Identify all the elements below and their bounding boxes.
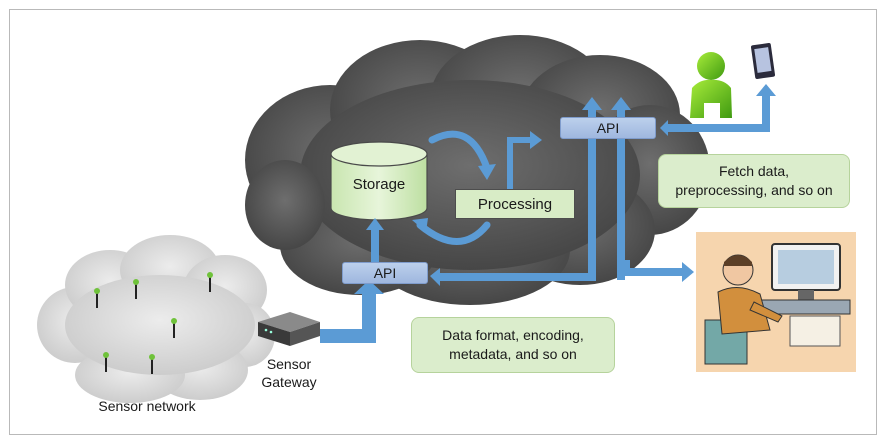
format-note-box: Data format, encoding, metadata, and so … (411, 317, 615, 373)
fetch-note-box: Fetch data, preprocessing, and so on (658, 154, 850, 208)
antenna-icon (171, 318, 177, 338)
antenna-icon (133, 279, 139, 299)
storage-cylinder (330, 141, 428, 221)
main-cloud (245, 35, 710, 305)
cycle-arrowheads (412, 164, 496, 232)
sensor-network-label: Sensor network (98, 398, 196, 414)
user-icon (690, 52, 732, 118)
antenna-icon (94, 288, 100, 308)
api-bottom-box: API (342, 262, 428, 284)
office-worker-icon (696, 232, 856, 372)
antenna-icon (103, 352, 109, 372)
flow-arrows (320, 84, 776, 343)
storage-label: Storage (352, 176, 406, 193)
api-bottom-label: API (373, 265, 397, 281)
mobile-device-icon (750, 43, 776, 79)
api-top-label: API (596, 120, 620, 136)
sensor-gateway-label: Sensor Gateway (261, 356, 317, 390)
processing-label: Processing (477, 195, 553, 213)
api-top-box: API (560, 117, 656, 139)
antenna-icon (149, 354, 155, 374)
sensor-gateway-icon (258, 312, 320, 346)
fetch-note-label: Fetch data, preprocessing, and so on (675, 163, 833, 198)
processing-box: Processing (455, 189, 575, 219)
antenna-icon (207, 272, 213, 292)
format-note-label: Data format, encoding, metadata, and so … (442, 327, 584, 362)
cycle-arrows (416, 130, 491, 245)
sensor-network-cloud (37, 235, 275, 403)
antenna-icons (94, 272, 213, 374)
